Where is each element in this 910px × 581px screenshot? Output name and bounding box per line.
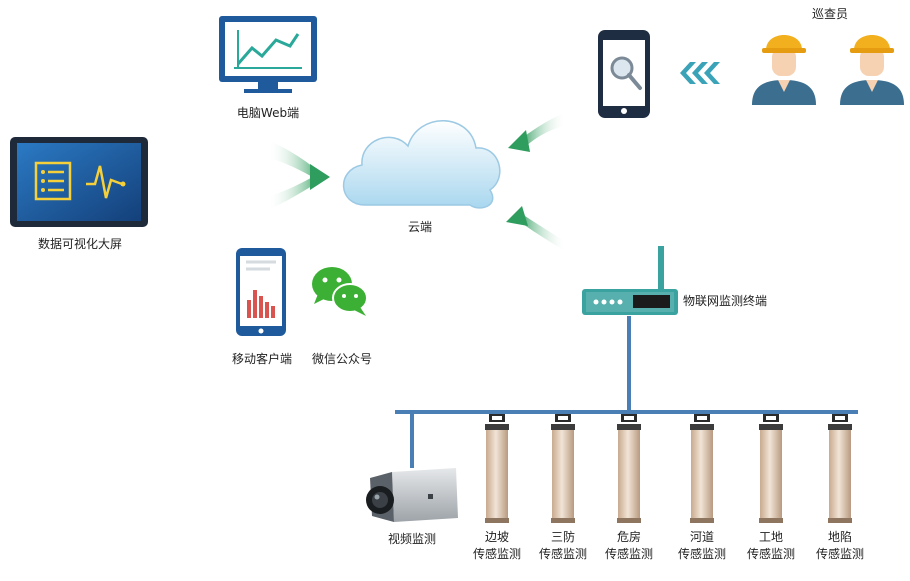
big-screen-label: 数据可视化大屏 xyxy=(37,237,122,251)
monitor-chart-icon xyxy=(219,16,317,93)
mobile-client-label: 移动客户端 xyxy=(231,352,292,366)
sensor-icon xyxy=(485,414,509,523)
sensor-type: 河道 xyxy=(689,530,714,544)
video-monitor-label: 视频监测 xyxy=(387,532,436,546)
sensor-type: 边坡 xyxy=(484,530,509,544)
sensor-caption: 传感监测 xyxy=(677,547,726,561)
arrow-from-terminal xyxy=(506,206,566,252)
left-arrow-group xyxy=(268,140,330,210)
worker-icon xyxy=(840,35,904,105)
cloud-icon xyxy=(342,120,501,209)
phone-chart-icon xyxy=(236,248,286,336)
sensor-icon xyxy=(828,414,852,523)
wechat-label: 微信公众号 xyxy=(311,352,372,366)
sensor-icon xyxy=(759,414,783,523)
sensor-caption: 传感监测 xyxy=(472,547,521,561)
inspectors-label: 巡查员 xyxy=(811,7,848,21)
sensor-label: 危房传感监测 xyxy=(594,529,664,563)
arrow-from-inspectors xyxy=(508,112,566,152)
sensor-caption: 传感监测 xyxy=(815,547,864,561)
sensor-type: 三防 xyxy=(550,530,575,544)
chevron-left-icon xyxy=(680,62,720,84)
sensor-label: 边坡传感监测 xyxy=(462,529,532,563)
sensor-label: 地陷传感监测 xyxy=(805,529,875,563)
sensor-label: 三防传感监测 xyxy=(528,529,598,563)
bus-lines xyxy=(395,316,858,468)
sensor-icon xyxy=(617,414,641,523)
sensor-icon xyxy=(551,414,575,523)
cloud-label: 云端 xyxy=(407,220,432,234)
dashboard-screen-icon xyxy=(10,137,148,227)
sensor-caption: 传感监测 xyxy=(604,547,653,561)
sensor-type: 危房 xyxy=(616,530,641,544)
sensor-caption: 传感监测 xyxy=(746,547,795,561)
camera-icon xyxy=(366,468,458,522)
pc-web-label: 电脑Web端 xyxy=(236,106,300,120)
worker-icon xyxy=(752,35,816,105)
sensor-icon xyxy=(690,414,714,523)
sensor-type: 地陷 xyxy=(827,530,852,544)
sensor-label: 工地传感监测 xyxy=(736,529,806,563)
router-icon xyxy=(582,246,678,315)
sensor-label: 河道传感监测 xyxy=(667,529,737,563)
phone-search-icon xyxy=(598,30,650,118)
iot-terminal-label: 物联网监测终端 xyxy=(683,294,768,308)
wechat-icon xyxy=(312,267,368,316)
sensor-caption: 传感监测 xyxy=(538,547,587,561)
sensor-type: 工地 xyxy=(758,530,783,544)
